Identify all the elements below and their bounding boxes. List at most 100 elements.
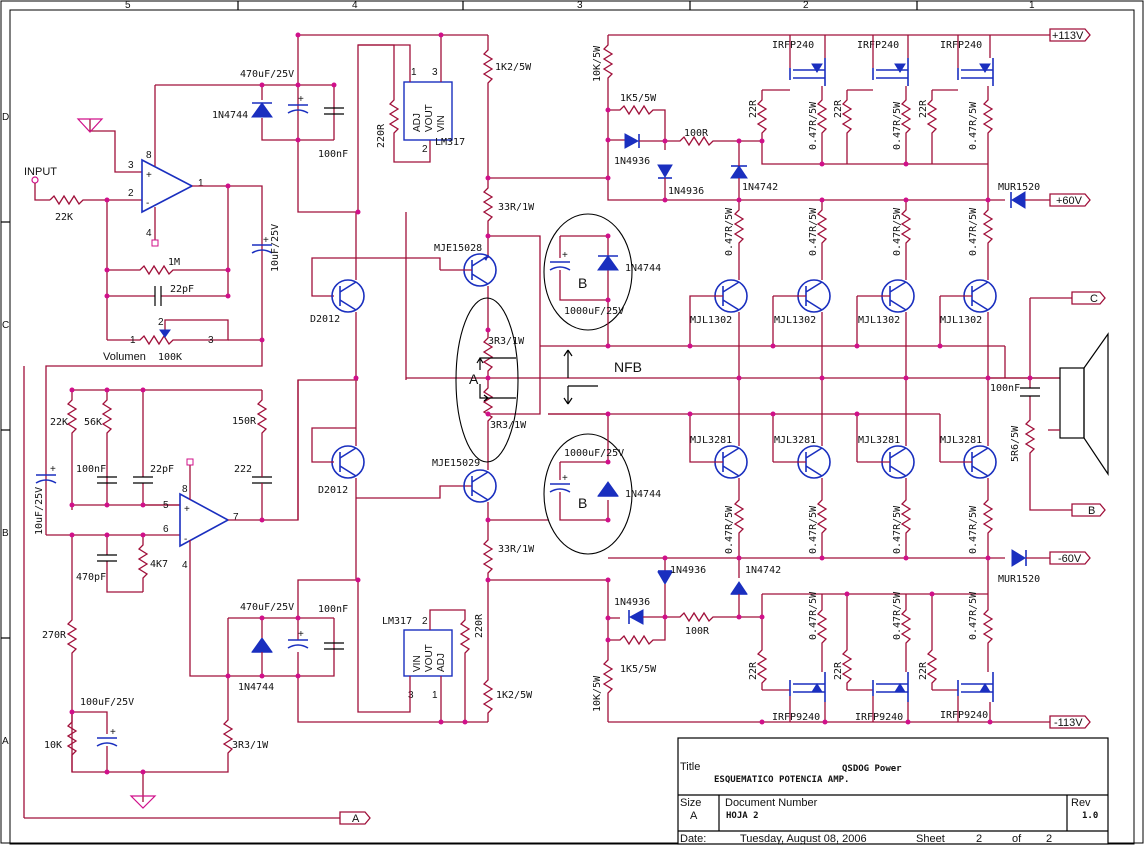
bjt-mjl3281-2: MJL3281 <box>774 435 816 446</box>
r-opamp2-4k7: 4K7 <box>150 559 168 570</box>
output-bottom: MJL3281 MJL3281 MJL3281 MJL3281 0.47R/5W… <box>548 378 1091 729</box>
r-out-100r-bot: 100R <box>685 626 710 637</box>
speaker-section: C 100nF 5R6/5W B <box>988 291 1109 517</box>
lm317-top-pin2: 2 <box>422 144 428 155</box>
date-value: Tuesday, August 08, 2006 <box>740 833 867 845</box>
c-opamp2-100u: 100uF/25V <box>80 697 134 708</box>
c-opamp2-10u: 10uF/25V <box>34 487 45 535</box>
c-opamp2-222: 222 <box>234 464 252 475</box>
q-mje15029: MJE15029 <box>432 458 480 469</box>
r-drv-3r3-bot: 3R3/1W <box>490 420 527 431</box>
opamp1-pin2: 2 <box>128 188 134 199</box>
r-reg-top-220r: 220R <box>376 123 387 148</box>
group-a-outline <box>455 297 519 463</box>
r-fb-1m: 1M <box>168 257 180 268</box>
pot-pin2: 2 <box>158 317 164 328</box>
lm317-bot <box>403 629 453 677</box>
r-gate-22r-2: 22R <box>833 99 844 118</box>
d-1n4936-bot-a: 1N4936 <box>670 565 706 576</box>
r-zobel-5r6: 5R6/5W <box>1010 425 1021 462</box>
opamp2-pin7: 7 <box>233 512 239 523</box>
svg-text:+: + <box>146 170 152 181</box>
r-drv-33r-bot: 33R/1W <box>498 544 535 555</box>
group-b-top-label: B <box>578 275 587 291</box>
junctions <box>69 32 1033 775</box>
cap-top-470u: 470uF/25V <box>240 69 294 80</box>
r-opamp2-3r3: 3R3/1W <box>232 740 269 751</box>
d-mur1520-bot: MUR1520 <box>998 574 1040 585</box>
lm317-top-vout: VOUT <box>424 104 435 132</box>
cap-bot-470u: 470uF/25V <box>240 602 294 613</box>
opamp2-pin5: 5 <box>163 500 169 511</box>
rail-pos113: +113V <box>1052 30 1084 42</box>
sheet-value: 2 <box>976 833 982 845</box>
mosfet-irfp240-1: IRFP240 <box>772 40 814 51</box>
bjt-mjl3281-3: MJL3281 <box>858 435 900 446</box>
bjt-mjl1302-3: MJL1302 <box>858 315 900 326</box>
r-out-1k5-top: 1K5/5W <box>620 93 657 104</box>
zone-top-4: 4 <box>352 0 358 11</box>
r-input-22k: 22K <box>55 212 73 223</box>
r-src-047-b1: 0.47R/5W <box>808 591 819 640</box>
opamp1-pin4: 4 <box>146 228 152 239</box>
title-line1: QSDOG Power <box>842 764 902 774</box>
zone-top-1: 1 <box>1029 0 1035 11</box>
r-src-047-2: 0.47R/5W <box>892 101 903 150</box>
c-opamp1-10u: 10uF/25V <box>270 224 281 272</box>
svg-text:+: + <box>298 94 304 105</box>
svg-text:-: - <box>146 198 149 209</box>
r-src-047-1: 0.47R/5W <box>808 101 819 150</box>
svg-text:+: + <box>110 727 116 738</box>
r-opamp2-10k: 10K <box>44 740 62 751</box>
opamp2-pin6: 6 <box>163 524 169 535</box>
d-1n4936-top-a: 1N4936 <box>614 156 650 167</box>
mosfet-irfp9240-2: IRFP9240 <box>855 712 903 723</box>
svg-text:-: - <box>184 534 187 545</box>
svg-text:+: + <box>562 250 568 261</box>
r-emit-047-t1: 0.47R/5W <box>724 207 735 256</box>
opamp1-triangle <box>141 158 194 214</box>
zone-top-2: 2 <box>803 0 809 11</box>
opamp2-pin4: 4 <box>182 560 188 571</box>
connector-a: A <box>339 811 371 825</box>
d-mur1520-top: MUR1520 <box>998 182 1040 193</box>
r-out-10k-top: 10K/5W <box>592 45 603 82</box>
r-emit-047-b1: 0.47R/5W <box>724 505 735 554</box>
r-gate-22r-1: 22R <box>748 99 759 118</box>
d-1n4742-bot: 1N4742 <box>745 565 781 576</box>
svg-text:+: + <box>263 235 269 246</box>
r-emit-047-b4: 0.47R/5W <box>968 505 979 554</box>
r-drv-33r-top: 33R/1W <box>498 202 535 213</box>
regulator-top: 1N4744 + 470uF/25V 100nF 220R ADJ VOUT V… <box>212 34 488 213</box>
opamp1-pin8: 8 <box>146 150 152 161</box>
bjt-mjl1302-2: MJL1302 <box>774 315 816 326</box>
driver-stage: 1K2/5W 33R/1W MJE15028 3R3/1W 3R3/1W D20… <box>297 35 1060 722</box>
vas-stage: + 10uF/25V 22K 56K 100nF 22pF 5 6 + - 8 … <box>23 366 358 819</box>
sheet-label: Sheet <box>916 833 945 845</box>
r-emit-047-t3: 0.47R/5W <box>892 207 903 256</box>
r-opamp2-22k: 22K <box>50 417 68 428</box>
q-d2012-top: D2012 <box>310 314 340 325</box>
lm317-bot-label: LM317 <box>382 616 412 627</box>
bjt-mjl1302-4: MJL1302 <box>940 315 982 326</box>
d-1n4936-top-b: 1N4936 <box>668 186 704 197</box>
date-label: Date: <box>680 833 706 845</box>
title-line2: ESQUEMATICO POTENCIA AMP. <box>714 775 849 785</box>
title-block: Title QSDOG Power ESQUEMATICO POTENCIA A… <box>677 737 1109 845</box>
r-drv-3r3-top: 3R3/1W <box>488 336 525 347</box>
r-drv-1k2-top: 1K2/5W <box>495 62 532 73</box>
c-opamp2-100n: 100nF <box>76 464 106 475</box>
svg-text:+: + <box>298 629 304 640</box>
pot-value: 100K <box>158 352 182 363</box>
rail-pos60: +60V <box>1056 195 1083 207</box>
cap-bot-100n: 100nF <box>318 604 348 615</box>
out-c: C <box>1090 293 1098 305</box>
c-zobel-100n: 100nF <box>990 383 1020 394</box>
r-out-1k5-bot: 1K5/5W <box>620 664 657 675</box>
zener-bot-1n4744: 1N4744 <box>238 682 274 693</box>
r-src-047-3: 0.47R/5W <box>968 101 979 150</box>
c-opamp2-22p: 22pF <box>150 464 174 475</box>
r-emit-047-b2: 0.47R/5W <box>808 505 819 554</box>
